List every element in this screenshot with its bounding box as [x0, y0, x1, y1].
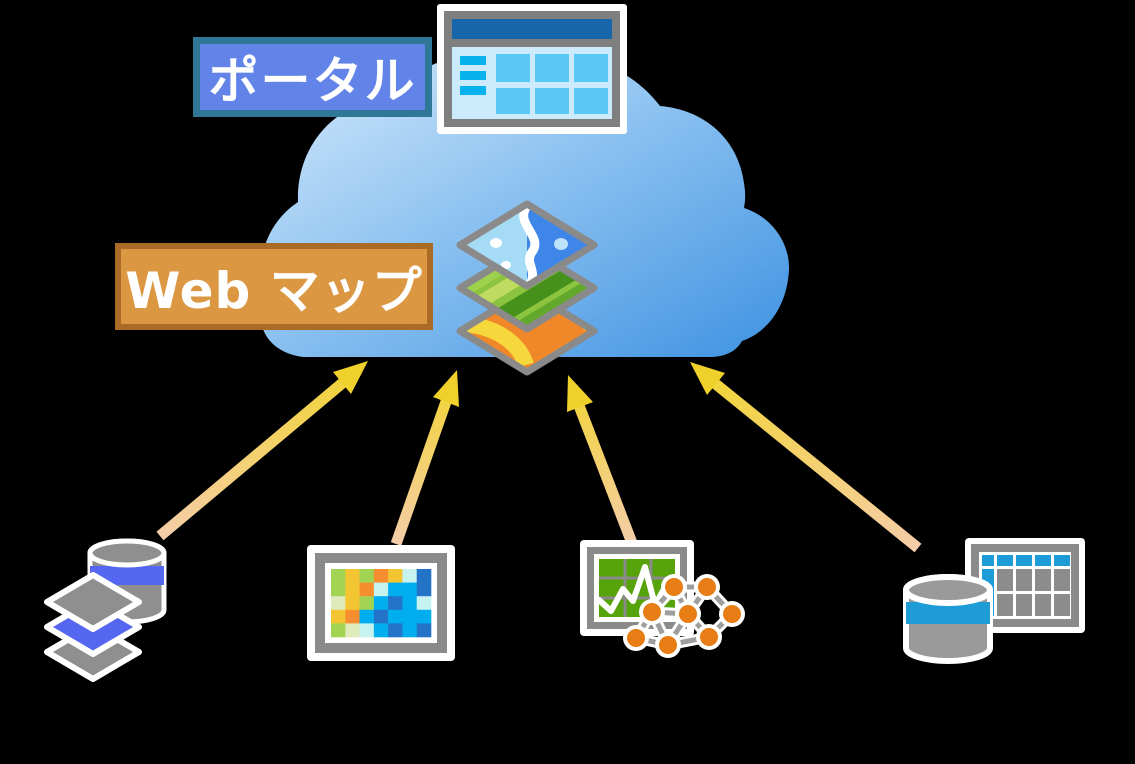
arrow-shaft	[390, 394, 454, 546]
database-cylinder	[903, 574, 993, 664]
webmap-label-text: Web マップ	[125, 261, 423, 320]
upload-arrow-4	[690, 362, 922, 553]
portal-label: ポータル	[193, 37, 432, 117]
arrow-shaft	[156, 375, 350, 541]
portal-label-text: ポータル	[208, 52, 417, 110]
content-tiles	[496, 54, 608, 114]
chart-network-icon	[580, 540, 745, 658]
geodatabase-layers-icon	[44, 538, 167, 682]
arrow-head	[333, 361, 368, 394]
arrow-shaft	[572, 401, 638, 545]
web-map-layers-icon	[456, 200, 598, 376]
raster-map-icon	[307, 545, 455, 661]
layer-stack	[44, 572, 142, 682]
database-table-icon	[903, 538, 1085, 664]
upload-arrow-3	[567, 375, 638, 545]
raster-grid	[331, 569, 432, 638]
arrow-head	[433, 370, 459, 407]
upload-arrow-2	[390, 370, 459, 546]
menu-bars	[460, 56, 486, 95]
window-titlebar	[452, 19, 612, 39]
upload-arrow-1	[156, 361, 368, 541]
network-graph	[623, 574, 745, 658]
arrow-head	[567, 375, 593, 412]
portal-window-icon	[437, 4, 627, 134]
upload-arrows	[156, 361, 922, 553]
arrow-head	[690, 362, 725, 395]
webmap-label: Web マップ	[115, 243, 433, 330]
arrow-shaft	[708, 376, 922, 553]
